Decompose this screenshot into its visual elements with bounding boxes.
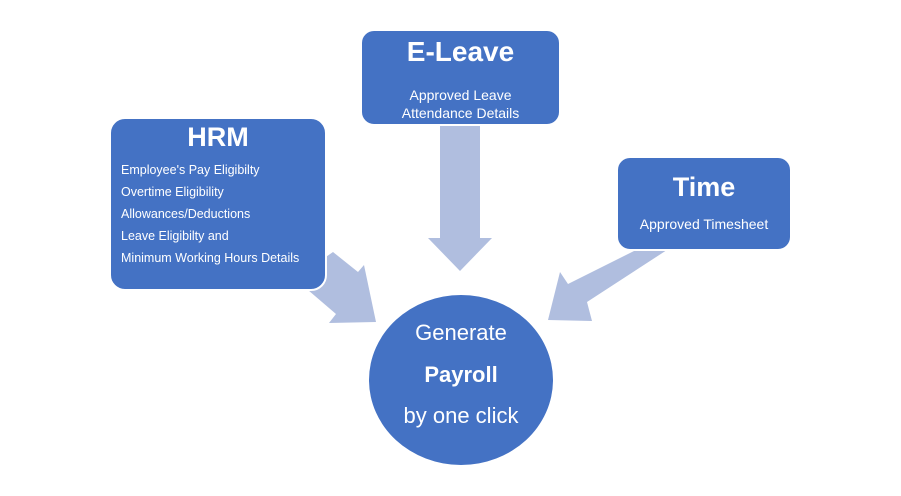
arrow-eleave-to-payroll xyxy=(428,124,492,271)
hrm-item: Employee's Pay Eligibilty xyxy=(121,163,260,177)
time-title: Time xyxy=(672,172,736,202)
hrm-title: HRM xyxy=(187,122,249,152)
eleave-box: E-Leave Approved Leave Attendance Detail… xyxy=(360,29,561,126)
payroll-line-one-click: by one click xyxy=(403,403,519,428)
hrm-items: Employee's Pay Eligibilty Overtime Eligi… xyxy=(121,159,325,269)
hrm-box: HRM Employee's Pay Eligibilty Overtime E… xyxy=(109,117,327,291)
generate-payroll-circle: Generate Payroll by one click xyxy=(367,293,555,467)
payroll-line-payroll: Payroll xyxy=(424,362,498,387)
eleave-title: E-Leave xyxy=(406,36,515,67)
eleave-item: Attendance Details xyxy=(401,105,520,121)
time-box: Time Approved Timesheet xyxy=(616,156,792,251)
hrm-item: Minimum Working Hours Details xyxy=(121,251,300,265)
hrm-item: Allowances/Deductions xyxy=(121,207,251,221)
time-item: Approved Timesheet xyxy=(639,216,769,232)
hrm-item: Leave Eligibilty and xyxy=(121,229,229,243)
payroll-line-generate: Generate xyxy=(415,320,507,345)
hrm-item: Overtime Eligibility xyxy=(121,185,224,199)
eleave-item: Approved Leave xyxy=(409,87,512,103)
arrow-time-to-payroll xyxy=(548,248,670,321)
